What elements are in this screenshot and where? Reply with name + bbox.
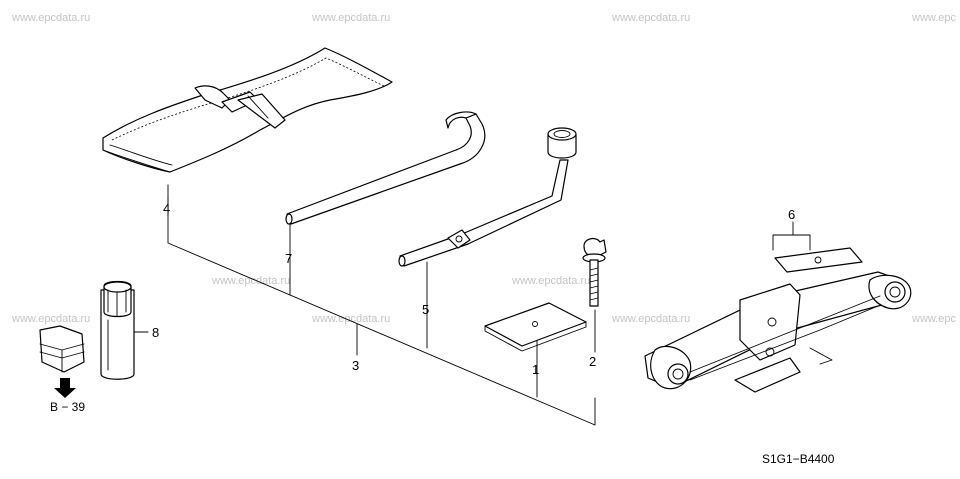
watermark-layer: www.epcdata.ru www.epcdata.ru www.epcdat… bbox=[11, 12, 957, 325]
reference-arrow-icon bbox=[54, 378, 76, 398]
callouts: 4 7 5 3 1 2 6 8 bbox=[152, 201, 795, 377]
callout-7[interactable]: 7 bbox=[285, 251, 292, 266]
callout-4[interactable]: 4 bbox=[163, 201, 170, 216]
watermark: www.epcdata.ru bbox=[311, 12, 390, 24]
callout-3[interactable]: 3 bbox=[352, 358, 359, 373]
socket-extension bbox=[100, 280, 135, 380]
watermark: www.epcdata.ru bbox=[11, 313, 90, 325]
watermark: www.epcdata.ru bbox=[11, 12, 90, 24]
watermark: www.epc bbox=[911, 313, 957, 325]
callout-6[interactable]: 6 bbox=[788, 207, 795, 222]
diagram-code: S1G1−B4400 bbox=[762, 452, 835, 466]
jack-handle bbox=[398, 127, 577, 267]
watermark: www.epc bbox=[911, 12, 957, 24]
wheel-wrench-bar bbox=[285, 111, 486, 225]
reference-label[interactable]: B − 39 bbox=[50, 400, 85, 414]
callout-8[interactable]: 8 bbox=[152, 325, 159, 340]
watermark: www.epcdata.ru bbox=[611, 12, 690, 24]
callout-2[interactable]: 2 bbox=[589, 354, 596, 369]
tool-bag bbox=[102, 47, 393, 173]
leader-lines bbox=[130, 184, 811, 426]
watermark: www.epcdata.ru bbox=[511, 275, 590, 287]
retaining-clip bbox=[39, 325, 85, 373]
watermark: www.epcdata.ru bbox=[311, 313, 390, 325]
jack-base-plate bbox=[484, 302, 587, 352]
callout-5[interactable]: 5 bbox=[422, 302, 429, 317]
callout-1[interactable]: 1 bbox=[532, 362, 539, 377]
watermark: www.epcdata.ru bbox=[211, 275, 290, 287]
wing-bolt bbox=[582, 237, 607, 307]
watermark: www.epcdata.ru bbox=[611, 313, 690, 325]
scissor-jack bbox=[644, 247, 912, 393]
